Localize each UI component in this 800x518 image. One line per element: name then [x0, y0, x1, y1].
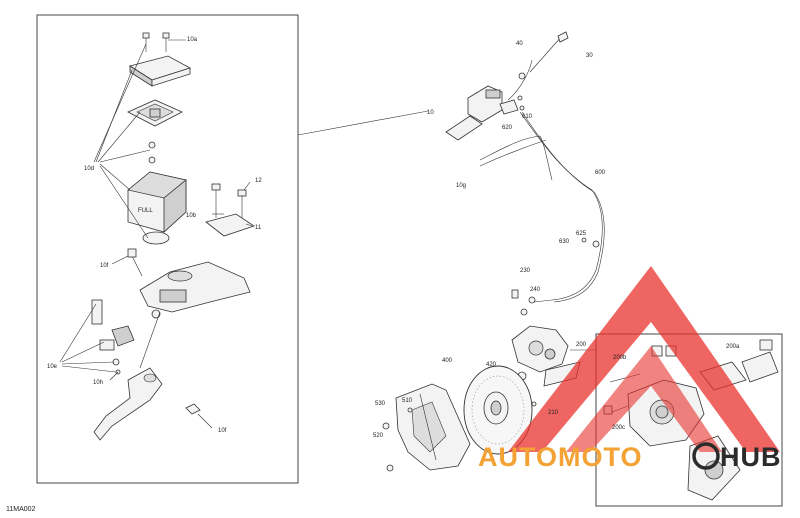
- callout-label: 510: [402, 398, 413, 404]
- callout-label: 600: [595, 170, 606, 176]
- callout-label: 200c: [612, 425, 625, 431]
- switch-wire: [507, 59, 533, 101]
- watermark-triangle-logo: [508, 266, 780, 452]
- fluid-reservoir: FULL: [127, 171, 187, 233]
- callout-label: 630: [559, 239, 570, 245]
- reservoir-o-ring: [142, 231, 170, 245]
- callout-label: 230: [520, 268, 531, 274]
- callout-label: 10f: [100, 263, 109, 269]
- knuckle-guard: [395, 383, 471, 471]
- inset-leader-lines: [59, 39, 253, 429]
- svg-text:FULL: FULL: [138, 208, 153, 214]
- automotohub-watermark: AUTOMOTO HUB: [478, 266, 782, 472]
- callout-label: 10g: [456, 183, 466, 189]
- callout-label: 625: [576, 231, 587, 237]
- brake-hose: [519, 111, 603, 301]
- callout-label: 10a: [187, 37, 198, 43]
- detail-inset-frame: [36, 14, 299, 484]
- brake-caliper: [511, 325, 569, 373]
- callout-label: 200a: [726, 344, 740, 350]
- callout-label: 610: [522, 114, 533, 120]
- callout-label: 200b: [613, 355, 627, 361]
- callout-label: 530: [375, 401, 386, 407]
- brake-light-switch: [518, 31, 569, 80]
- brake-disc: [463, 365, 533, 455]
- master-cylinder-assembly: [445, 85, 519, 141]
- handlebar-clamp: [205, 213, 255, 237]
- drawing-reference-code: 11MA002: [6, 506, 36, 513]
- callout-label: 400: [442, 358, 453, 364]
- callout-label: 10d: [84, 166, 94, 172]
- master-cylinder-body: [139, 261, 251, 319]
- callout-label: 10: [427, 110, 434, 116]
- callout-label: 40: [516, 41, 523, 47]
- callout-label: 10h: [93, 380, 103, 386]
- reservoir-gasket: [127, 99, 183, 127]
- callout-label: 10f: [218, 428, 227, 434]
- banjo-bolt: [511, 289, 553, 304]
- lever-bushing: [185, 403, 201, 415]
- reservoir-cover: [129, 55, 192, 87]
- callout-label: 240: [530, 287, 541, 293]
- callout-label: 30: [586, 53, 593, 59]
- callout-label: 620: [502, 125, 513, 131]
- lever-pivot-parts: [91, 299, 135, 375]
- hose-clip-line: [479, 135, 553, 181]
- callout-label: 11: [255, 225, 262, 231]
- diaphragm-plate: [148, 141, 156, 164]
- callout-label: 520: [373, 433, 384, 439]
- brake-lever: [93, 367, 163, 441]
- pivot-bolt: [131, 255, 143, 277]
- watermark-text-automoto: AUTOMOTO: [478, 442, 643, 472]
- callout-label: 12: [255, 178, 262, 184]
- callout-label: 10e: [47, 364, 58, 370]
- hose-retainer: [592, 240, 600, 248]
- watermark-text-hub: HUB: [720, 442, 782, 472]
- reservoir-cap-screws: [142, 32, 170, 52]
- callout-label: 10b: [186, 213, 197, 219]
- callout-label: 200: [576, 342, 587, 348]
- inset-leader-line: [297, 110, 429, 136]
- part-callouts: 10a 10d 10b 12 11 10f 10e 10h 10f 40 30 …: [6, 37, 740, 513]
- callout-label: 420: [486, 362, 497, 368]
- watermark-gear-icon: [692, 442, 720, 470]
- callout-label: 210: [548, 410, 559, 416]
